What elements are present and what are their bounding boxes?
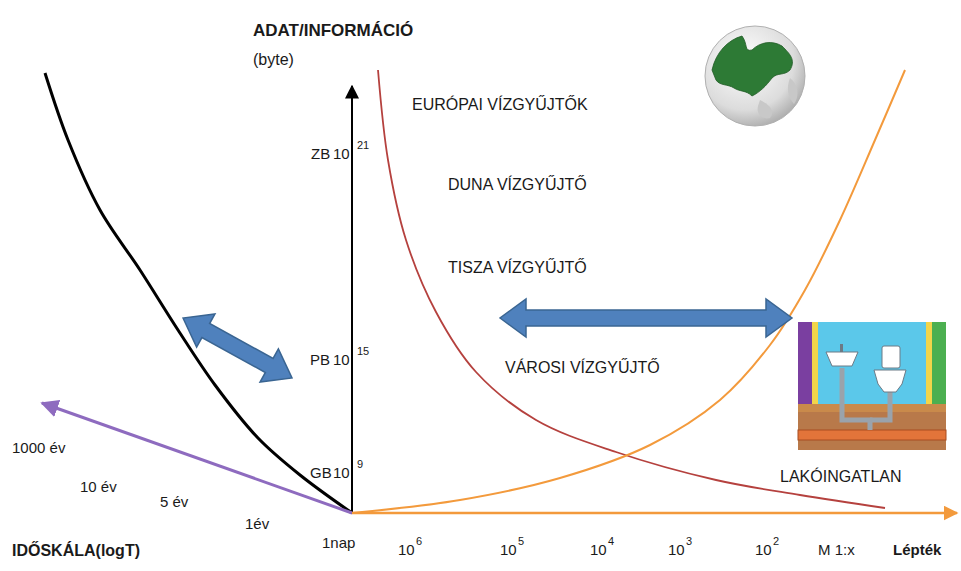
- power-exponent: 2: [773, 535, 779, 547]
- power-exponent: 3: [686, 535, 692, 547]
- double-arrow: [183, 314, 292, 382]
- house-illustration: [798, 322, 946, 450]
- time-tick: 1nap: [322, 535, 355, 552]
- unit-prefix: ZB: [311, 146, 330, 163]
- power-base: 10: [590, 542, 607, 559]
- data-curve: [378, 70, 885, 508]
- area-label: LAKÓINGATLAN: [780, 468, 902, 486]
- time-tick: 5 év: [160, 494, 188, 511]
- scale-curve: [352, 70, 905, 513]
- double-arrow: [500, 299, 792, 337]
- globe-illustration: [705, 26, 805, 126]
- time-tick: 1000 év: [12, 440, 65, 457]
- power-exponent: 6: [416, 535, 422, 547]
- time-tick: 10 év: [80, 479, 117, 496]
- area-label: DUNA VÍZGYŰJTŐ: [448, 176, 587, 194]
- scale-axis: [352, 512, 957, 515]
- power-base: 10: [668, 542, 685, 559]
- power-base: 10: [333, 465, 350, 482]
- power-exponent: 5: [518, 535, 524, 547]
- time-curve: [45, 73, 352, 513]
- power-base: 10: [333, 352, 350, 369]
- unit-prefix: PB: [310, 352, 330, 369]
- axis-title: Lépték: [893, 542, 941, 559]
- power-base: 10: [333, 146, 350, 163]
- area-label: TISZA VÍZGYŰJTŐ: [448, 259, 587, 277]
- data-axis: [351, 86, 353, 513]
- power-base: 10: [755, 542, 772, 559]
- axis-unit: (byte): [253, 51, 294, 69]
- axis-title: ADAT/INFORMÁCIÓ: [253, 22, 413, 41]
- power-base: 10: [500, 542, 517, 559]
- power-exponent: 4: [608, 535, 614, 547]
- power-base: 10: [398, 542, 415, 559]
- axis-title: IDŐSKÁLA(logT): [12, 542, 140, 560]
- time-tick: 1év: [245, 516, 269, 533]
- power-exponent: 9: [357, 458, 363, 470]
- power-exponent: 15: [357, 345, 369, 357]
- time-axis: [42, 403, 352, 513]
- unit-prefix: GB: [310, 465, 332, 482]
- scale-label: M 1:x: [818, 542, 855, 559]
- power-exponent: 21: [357, 139, 369, 151]
- area-label: EURÓPAI VÍZGYŰJTŐK: [412, 96, 588, 114]
- area-label: VÁROSI VÍZGYŰJTŐ: [505, 359, 660, 377]
